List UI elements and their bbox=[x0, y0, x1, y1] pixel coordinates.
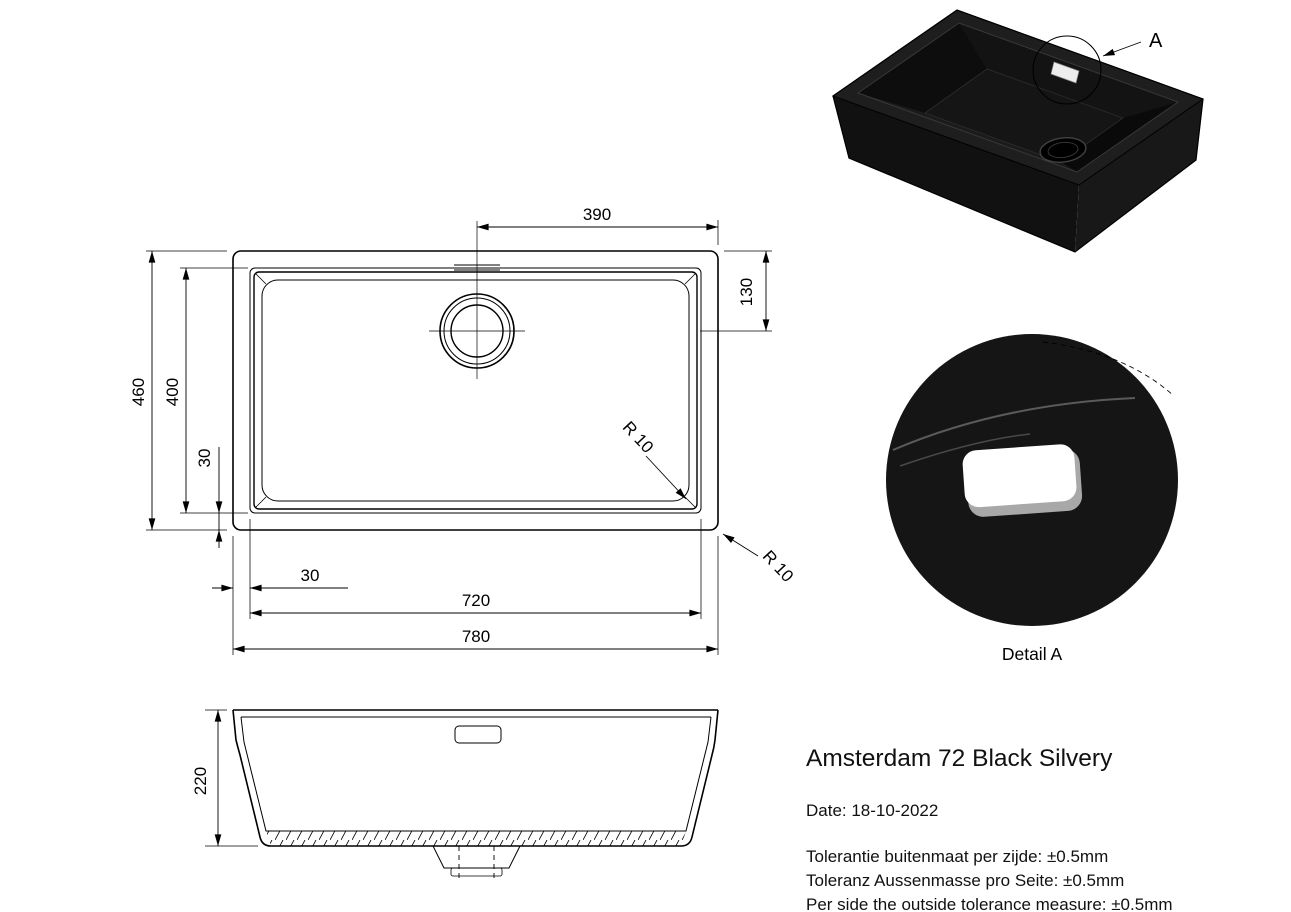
bowl-bottom-edge bbox=[261, 279, 690, 502]
section-outline bbox=[232, 709, 719, 847]
dimension-30-left: 30 bbox=[195, 447, 223, 548]
sink-outer-edge bbox=[232, 250, 719, 531]
rim-edge-highlight-2 bbox=[899, 433, 1031, 467]
detail-break-line bbox=[1042, 341, 1175, 397]
overflow-hole-section bbox=[454, 725, 502, 744]
date-label: Date: 18-10-2022 bbox=[806, 801, 938, 820]
rim-edge-highlight-1 bbox=[892, 397, 1136, 451]
callout-a-label: A bbox=[1149, 30, 1163, 52]
plan-view: 390 130 460 400 30 bbox=[129, 205, 797, 655]
detail-indicator-circle bbox=[1032, 35, 1102, 105]
sink-rim-outer bbox=[249, 267, 702, 514]
dim-390-label: 390 bbox=[583, 205, 611, 224]
drain-3d bbox=[1039, 137, 1087, 163]
section-view: 220 bbox=[191, 709, 719, 878]
dim-130-label: 130 bbox=[737, 278, 756, 306]
overflow-hole-3d bbox=[1050, 61, 1080, 84]
iso-view: A bbox=[831, 9, 1205, 253]
overflow-hole-detail bbox=[962, 444, 1083, 517]
tolerance-line-nl: Tolerantie buitenmaat per zijde: ±0.5mm bbox=[806, 847, 1108, 866]
dimension-400: 400 bbox=[163, 267, 248, 514]
bowl-top-edge bbox=[253, 271, 698, 510]
drain-symbol bbox=[429, 221, 525, 379]
sink-front-right-face bbox=[1075, 99, 1203, 252]
section-material-hatch bbox=[266, 831, 686, 846]
dim-220-label: 220 bbox=[191, 767, 210, 795]
bowl-top-edge-highlight bbox=[856, 22, 1180, 173]
dim-30-left-label: 30 bbox=[195, 449, 214, 468]
product-title: Amsterdam 72 Black Silvery bbox=[806, 745, 1113, 772]
radius-callout-inner: R 10 bbox=[619, 418, 687, 500]
callout-a: A bbox=[1102, 30, 1163, 57]
dim-780-label: 780 bbox=[462, 627, 490, 646]
radius-inner-label: R 10 bbox=[619, 418, 657, 457]
tolerance-line-de: Toleranz Aussenmasse pro Seite: ±0.5mm bbox=[806, 871, 1124, 890]
bowl-back-left-wall bbox=[858, 23, 987, 113]
dimension-390: 390 bbox=[477, 205, 719, 245]
overflow-mark-plan bbox=[454, 264, 500, 271]
dim-460-label: 460 bbox=[129, 378, 148, 406]
detail-view: Detail A bbox=[886, 334, 1178, 664]
dim-30-bottom-label: 30 bbox=[301, 566, 320, 585]
info-block: Amsterdam 72 Black Silvery Date: 18-10-2… bbox=[806, 745, 1173, 912]
drain-boss-section bbox=[432, 845, 521, 878]
radius-outer-label: R 10 bbox=[759, 547, 797, 586]
dimension-130: 130 bbox=[700, 250, 772, 332]
tolerance-line-en: Per side the outside tolerance measure: … bbox=[806, 895, 1173, 912]
detail-caption: Detail A bbox=[1002, 644, 1063, 664]
dimension-30-bottom: 30 bbox=[212, 519, 348, 655]
dimension-720: 720 bbox=[250, 519, 702, 619]
section-inner-wall bbox=[240, 716, 712, 832]
sink-front-left-face bbox=[833, 96, 1079, 252]
dim-720-label: 720 bbox=[462, 591, 490, 610]
sink-silhouette bbox=[832, 9, 1204, 253]
dimension-220: 220 bbox=[191, 709, 258, 847]
radius-callout-outer: R 10 bbox=[722, 533, 797, 586]
dimension-460: 460 bbox=[129, 250, 227, 531]
bowl-corner-lines bbox=[255, 273, 696, 508]
dim-400-label: 400 bbox=[163, 378, 182, 406]
dimension-780: 780 bbox=[233, 536, 719, 655]
bowl-front-right-wall bbox=[1061, 102, 1178, 172]
